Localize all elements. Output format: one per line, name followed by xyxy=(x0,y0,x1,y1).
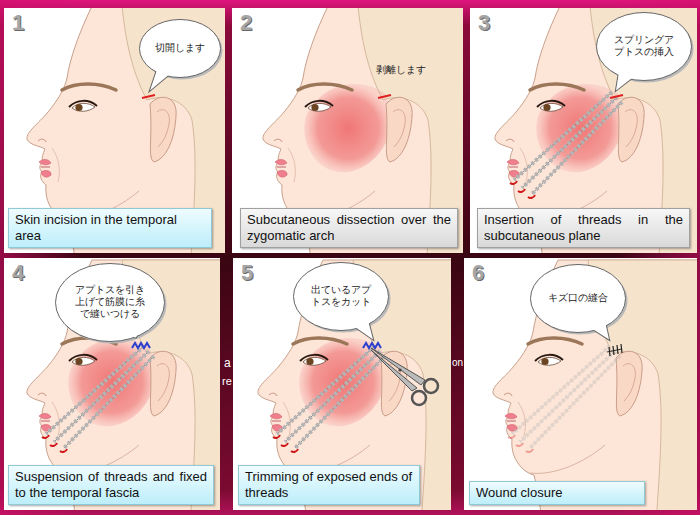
bubble-ellipse xyxy=(140,19,221,77)
bubble-text: キズ口の縫合 xyxy=(547,292,609,304)
panel-art xyxy=(470,6,700,270)
text-fragment: on xyxy=(452,357,463,369)
hooks xyxy=(273,435,298,452)
panel-art xyxy=(4,258,244,515)
threads xyxy=(512,346,620,448)
bubble-ellipse xyxy=(294,262,389,330)
text-fragment: re xyxy=(222,375,232,388)
bubble-tail-fill xyxy=(616,69,636,90)
caption-text: Subcutaneous dissection over the zygomat… xyxy=(241,209,457,247)
speech-bubble: アプトスを引き上げて筋膜に糸で縫いつける xyxy=(55,263,165,342)
scissor-blade xyxy=(371,350,417,391)
annotation-label: 剥離します xyxy=(376,64,426,76)
bubble-text: アプトスを引き上げて筋膜に糸で縫いつける xyxy=(74,284,146,320)
caption-box: Suspension of threads and fixed to the t… xyxy=(8,465,214,505)
panel-art xyxy=(4,6,244,270)
panel-art xyxy=(233,258,475,515)
step-panel: 4 アプトスを引き上げて筋膜に糸で縫いつける Suspension of threa… xyxy=(4,258,220,510)
incision xyxy=(378,95,391,98)
threads xyxy=(277,346,385,448)
threads xyxy=(514,92,622,194)
step-panel: 3 スプリングアプトスの挿入 Insertion of threads in the… xyxy=(470,8,697,253)
step-number: 5 xyxy=(241,261,253,285)
caption-text: Trimming of exposed ends of threads xyxy=(239,466,419,504)
bubble-ellipse xyxy=(597,12,692,80)
label-anchor: a xyxy=(224,356,231,370)
step-number: 4 xyxy=(12,261,24,285)
bubble-text: スプリングアプトスの挿入 xyxy=(613,34,675,58)
bubble-tail-fill xyxy=(589,320,609,339)
face xyxy=(38,338,176,473)
fascia-stitch xyxy=(363,343,381,348)
incision xyxy=(142,95,155,98)
panel-art xyxy=(464,258,700,515)
step-panel: 6 キズ口の縫合 Wound closure xyxy=(464,258,697,510)
caption-text: Suspension of threads and fixed to the t… xyxy=(9,466,213,504)
step-number: 6 xyxy=(472,261,484,285)
fascia-stitch xyxy=(132,343,150,348)
dissection xyxy=(304,84,392,172)
label-anchor: re xyxy=(222,375,232,388)
hooks xyxy=(42,435,67,452)
hooks xyxy=(508,435,533,452)
caption-text: Skin incision in the temporal area xyxy=(9,209,211,247)
step-number: 1 xyxy=(12,11,24,35)
incision xyxy=(610,95,623,98)
bubble-text: 出ているアプトスをカット xyxy=(310,284,372,308)
bubble-tail-fill xyxy=(352,318,373,339)
scissor-pivot xyxy=(398,368,401,371)
caption-box: Skin incision in the temporal area xyxy=(8,208,212,248)
speech-bubble: スプリングアプトスの挿入 xyxy=(596,12,692,81)
step-panel: 2Subcutaneous dissection over the zygoma… xyxy=(232,8,463,253)
face xyxy=(274,84,412,219)
scissor-ring xyxy=(424,379,438,393)
caption-box: Insertion of threads in the subcutaneous… xyxy=(477,208,690,248)
face xyxy=(506,84,644,219)
scissor-ring xyxy=(412,391,426,405)
bubble-ellipse xyxy=(56,263,165,341)
speech-bubble: 出ているアプトスをカット xyxy=(293,262,389,331)
suture-marks xyxy=(609,344,622,356)
label-anchor: on xyxy=(452,357,463,369)
threads xyxy=(46,346,154,448)
face xyxy=(504,338,642,473)
speech-bubble: キズ口の縫合 xyxy=(530,264,626,333)
caption-box: Wound closure xyxy=(469,481,645,505)
step-number: 3 xyxy=(478,11,490,35)
label-anchor: 剥離します xyxy=(376,64,426,76)
bubble-ellipse xyxy=(531,264,626,332)
caption-box: Subcutaneous dissection over the zygomat… xyxy=(240,208,458,248)
caption-box: Trimming of exposed ends of threads xyxy=(238,465,420,505)
panel-art xyxy=(232,6,480,270)
face xyxy=(38,84,176,219)
speech-bubble: 切開します xyxy=(139,19,221,78)
caption-text: Insertion of threads in the subcutaneous… xyxy=(478,209,689,247)
face xyxy=(493,260,700,515)
step-panel: 5 出ているアプトスをカット Trimming of exposed ends of… xyxy=(233,258,451,510)
text-fragment: a xyxy=(224,356,231,370)
step-panel: 1 切開します Skin incision in the temporal area xyxy=(4,8,225,253)
step-number: 2 xyxy=(240,11,252,35)
hooks xyxy=(510,181,535,198)
bubble-text: 切開します xyxy=(154,42,206,54)
bubble-tail-fill xyxy=(150,67,171,90)
bubble-tail-fill xyxy=(122,327,140,337)
caption-text: Wound closure xyxy=(470,482,644,504)
scissor-blade xyxy=(371,348,425,385)
